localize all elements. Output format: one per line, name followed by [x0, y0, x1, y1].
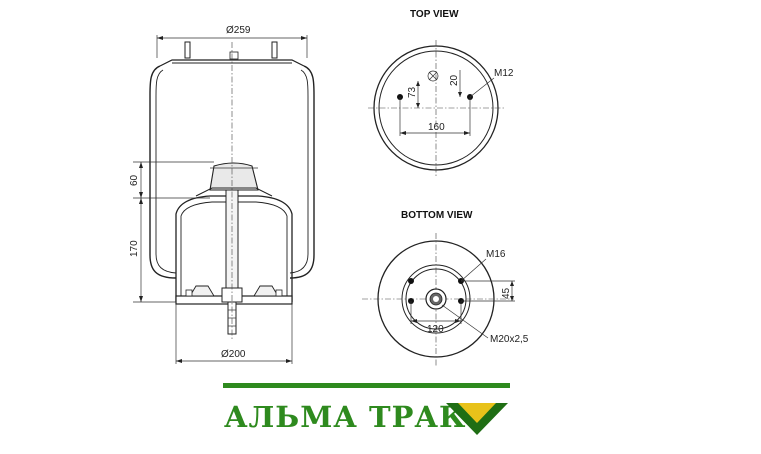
brand-name: АЛЬМА ТРАК [224, 400, 467, 434]
dim-offset-20: 20 [449, 74, 460, 86]
bottom-view: BOTTOM VIEW M16 45 120 M20x2, [362, 210, 529, 366]
chevron-check-icon [446, 403, 508, 435]
dim-offset-45: 45 [501, 287, 512, 299]
dim-thread-m12: M12 [494, 68, 514, 79]
dim-center-thread: M20x2,5 [490, 334, 529, 345]
brand-divider [223, 383, 510, 388]
dim-top-diameter: Ø259 [226, 25, 251, 36]
dim-thread-m16: M16 [486, 249, 506, 260]
dim-piston-height: 60 [129, 174, 140, 186]
bottom-view-title: BOTTOM VIEW [401, 210, 473, 221]
dim-spacing-160: 160 [428, 122, 445, 133]
dim-base-height: 170 [129, 240, 140, 257]
side-view: Ø259 [129, 25, 315, 364]
top-view-title: TOP VIEW [410, 9, 459, 20]
dim-offset-73: 73 [407, 86, 418, 98]
dim-spacing-120: 120 [427, 324, 444, 335]
dim-bottom-diameter: Ø200 [221, 349, 246, 360]
top-view: TOP VIEW 73 20 160 M12 [368, 9, 514, 178]
